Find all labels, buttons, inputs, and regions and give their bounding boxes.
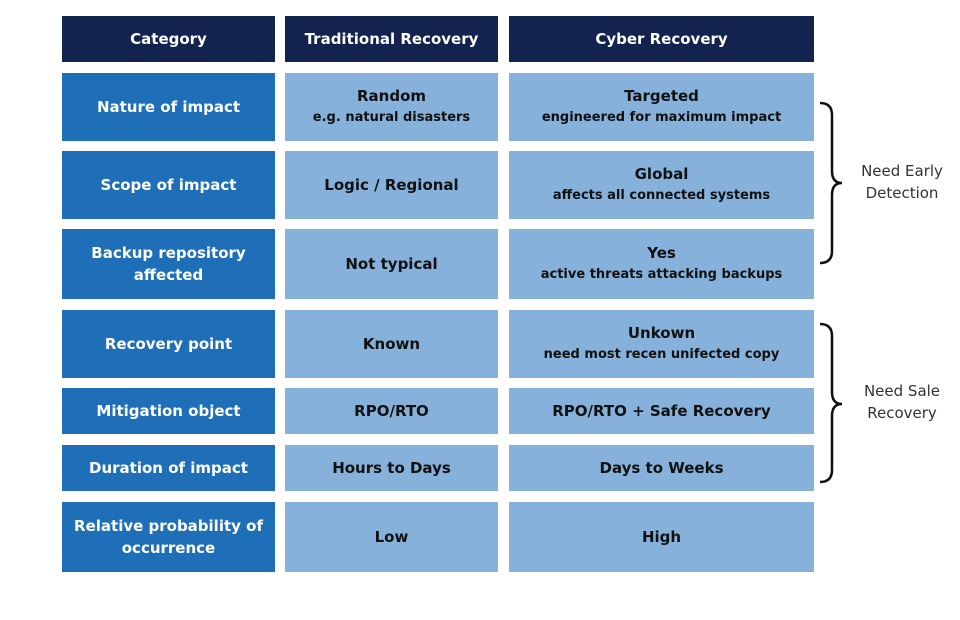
safe-recovery-label: Need Sale Recovery: [852, 380, 952, 424]
safe-recovery-brace-path: [819, 322, 843, 484]
row-category: Recovery point: [62, 310, 275, 378]
row-cyber: Yes active threats attacking backups: [509, 229, 814, 299]
safe-recovery-brace: [819, 322, 843, 484]
early-detection-line2: Detection: [865, 184, 939, 202]
cyber-main: Unkown: [627, 324, 696, 342]
row-traditional: RPO/RTO: [285, 388, 498, 434]
row-category: Nature of impact: [62, 73, 275, 141]
cyber-main: High: [641, 528, 682, 546]
row-traditional: Random e.g. natural disasters: [285, 73, 498, 141]
cyber-main: Global: [634, 165, 689, 183]
row-category: Duration of impact: [62, 445, 275, 491]
traditional-main: Random: [356, 87, 427, 105]
category-label: Duration of impact: [89, 459, 248, 477]
safe-recovery-line1: Need Sale: [863, 382, 941, 400]
header-cyber-label: Cyber Recovery: [595, 30, 728, 48]
row-cyber: RPO/RTO + Safe Recovery: [509, 388, 814, 434]
row-traditional: Known: [285, 310, 498, 378]
category-label: Recovery point: [104, 335, 233, 353]
cyber-main: Targeted: [624, 87, 699, 105]
row-category: Backup repository affected: [62, 229, 275, 299]
header-category-label: Category: [130, 30, 207, 48]
traditional-main: Hours to Days: [332, 459, 451, 477]
row-traditional: Hours to Days: [285, 445, 498, 491]
row-cyber: Global affects all connected systems: [509, 151, 814, 219]
category-label: Scope of impact: [100, 176, 237, 194]
category-label: Relative probability of occurrence: [74, 517, 263, 557]
cyber-main: Yes: [647, 244, 676, 262]
header-traditional-label: Traditional Recovery: [304, 30, 479, 48]
row-cyber: Unkown need most recen unifected copy: [509, 310, 814, 378]
cyber-sub: active threats attacking backups: [540, 267, 783, 282]
early-detection-label: Need Early Detection: [852, 160, 952, 204]
traditional-main: RPO/RTO: [354, 402, 429, 420]
cyber-main: RPO/RTO + Safe Recovery: [552, 402, 771, 420]
row-cyber: Days to Weeks: [509, 445, 814, 491]
header-traditional: Traditional Recovery: [285, 16, 498, 62]
cyber-sub: need most recen unifected copy: [543, 347, 780, 362]
cyber-sub: engineered for maximum impact: [541, 110, 782, 125]
row-category: Relative probability of occurrence: [62, 502, 275, 572]
category-label: Nature of impact: [96, 98, 241, 116]
header-cyber: Cyber Recovery: [509, 16, 814, 62]
row-category: Mitigation object: [62, 388, 275, 434]
early-detection-brace: [819, 101, 843, 265]
early-detection-brace-path: [819, 101, 843, 265]
row-cyber: High: [509, 502, 814, 572]
row-category: Scope of impact: [62, 151, 275, 219]
traditional-main: Low: [374, 528, 409, 546]
row-traditional: Not typical: [285, 229, 498, 299]
row-traditional: Logic / Regional: [285, 151, 498, 219]
header-category: Category: [62, 16, 275, 62]
category-label: Backup repository affected: [91, 244, 246, 284]
early-detection-line1: Need Early: [861, 162, 943, 180]
row-cyber: Targeted engineered for maximum impact: [509, 73, 814, 141]
cyber-sub: affects all connected systems: [552, 188, 771, 203]
cyber-main: Days to Weeks: [599, 459, 724, 477]
traditional-main: Logic / Regional: [324, 176, 459, 194]
traditional-main: Not typical: [345, 255, 438, 273]
traditional-main: Known: [362, 335, 421, 353]
safe-recovery-line2: Recovery: [867, 404, 937, 422]
row-traditional: Low: [285, 502, 498, 572]
category-label: Mitigation object: [96, 402, 241, 420]
traditional-sub: e.g. natural disasters: [312, 110, 471, 125]
